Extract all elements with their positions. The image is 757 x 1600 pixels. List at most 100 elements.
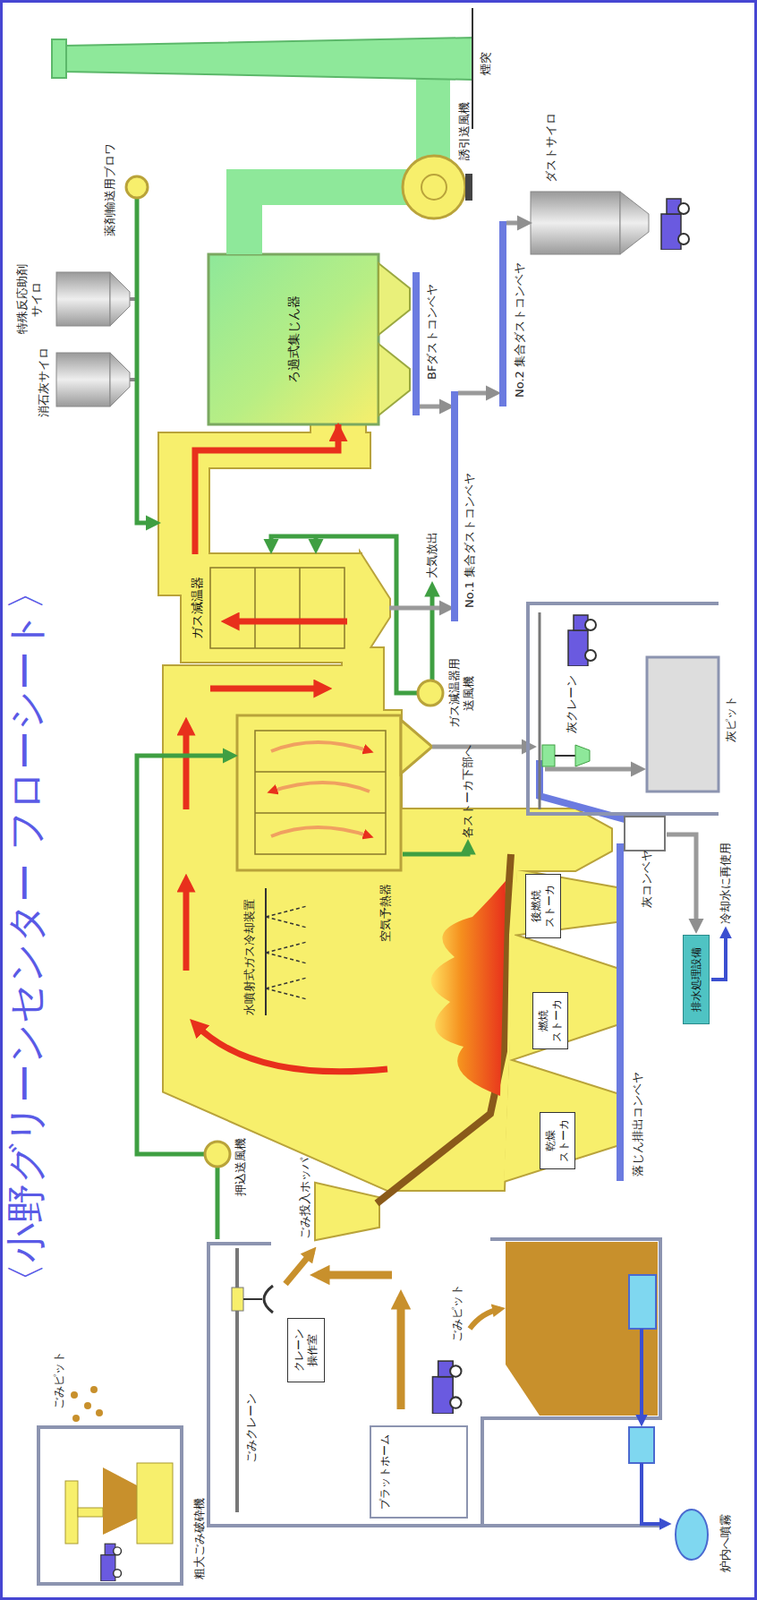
part-label: 誘引送風機 (457, 102, 472, 161)
crusher-building (90, 1385, 98, 1393)
gas-flow-arrows (210, 685, 325, 692)
part-label: ダストサイロ (544, 112, 559, 183)
air-lines (136, 755, 232, 1154)
crusher-building (102, 1466, 137, 1534)
node-text: クレーン 操作室 (292, 1321, 320, 1378)
crusher-building (101, 1542, 122, 1581)
grate-and-flame (616, 842, 624, 1181)
part-label: 空気予熱器 (378, 883, 393, 942)
dust-lines (544, 766, 640, 772)
water-spray-nozzles (265, 905, 307, 999)
gas-cooler-internals (254, 567, 256, 648)
cooler-fan (417, 680, 443, 706)
grate-and-flame (376, 853, 511, 1203)
refuse-pit-building (285, 1250, 313, 1284)
refuse-pit-building (505, 1241, 658, 1415)
air-preheater (271, 782, 370, 792)
crusher-building (65, 1479, 78, 1543)
induced-draft-and-chimney (416, 75, 451, 165)
grate-and-flame (376, 842, 621, 1203)
air-preheater (237, 714, 433, 870)
crusher-building (38, 1385, 182, 1583)
part-label: ガス減温器用 送風機 (447, 649, 477, 736)
bag-filter (378, 343, 410, 416)
part-label: ごみピット (450, 1283, 465, 1342)
induced-draft-and-chimney (421, 174, 447, 200)
stoker-box: 燃焼 ストーカ (532, 991, 569, 1049)
refuse-pit-building (629, 1274, 656, 1328)
air-preheater (400, 719, 433, 774)
crusher-building (136, 1462, 173, 1543)
refuse-pit-building (629, 1426, 655, 1463)
part-label: 薬剤輸送用ブロワ (102, 143, 118, 237)
conveyors (450, 391, 459, 621)
node-text: プラットホーム (378, 1433, 392, 1509)
part-label: ごみピット (51, 1350, 67, 1409)
conveyors (416, 221, 661, 829)
silos (56, 272, 111, 326)
crusher-building (72, 1413, 80, 1421)
refuse-pit-building (397, 1296, 406, 1409)
silos (110, 272, 130, 326)
part-label: 押込送風機 (233, 1137, 248, 1196)
dust-lines (458, 391, 495, 396)
part-label: 大気放出 (425, 531, 440, 579)
flue-gas-connector (195, 424, 339, 554)
induced-draft-and-chimney (465, 173, 473, 201)
refuse-pit-building (432, 1360, 461, 1413)
node-text: ろ過式集じん器 (287, 295, 301, 383)
dust-lines (389, 222, 697, 928)
refuse-pit-building (675, 1508, 708, 1559)
dust-lines (432, 744, 531, 749)
plant-illustration (159, 417, 617, 1239)
part-label: 灰コンベヤ (639, 849, 655, 908)
silos (110, 352, 130, 407)
blower (126, 176, 148, 198)
stoker-box: 後燃焼 ストーカ (525, 873, 562, 938)
ash-building (554, 754, 576, 757)
air-lines (271, 535, 418, 693)
gas-cooler-internals (210, 567, 345, 648)
water-spray-nozzles (264, 887, 267, 1015)
air-preheater (271, 826, 370, 836)
air-preheater (255, 811, 386, 814)
part-label: 水噴射式ガス冷却装置 (242, 898, 257, 1015)
part-label: BFダストコンベヤ (425, 283, 440, 380)
dust-lines (419, 404, 449, 409)
part-label: 消石灰サイロ (36, 347, 52, 417)
grate-and-flame (431, 880, 506, 1096)
gas-cooler: ガス減温器 (181, 553, 361, 662)
refuse-pit-building (243, 1297, 263, 1300)
ash-building (527, 603, 719, 814)
induced-draft-and-chimney (65, 37, 473, 80)
silos (56, 352, 111, 407)
gas-flow-arrows (186, 209, 388, 1072)
stoker-box: 乾燥 ストーカ (539, 1111, 576, 1169)
silos (530, 191, 621, 255)
air-preheater (271, 741, 370, 751)
ash-building (646, 656, 719, 792)
diagram-title: 〈小野グリーンセンター フローシート〉 (2, 570, 50, 1302)
conveyors (499, 221, 507, 407)
ash-building (568, 614, 596, 666)
crusher-building (84, 1401, 92, 1409)
air-lines (136, 197, 155, 523)
ash-building (542, 744, 555, 766)
silos (620, 191, 649, 255)
air-preheater (237, 714, 401, 870)
bag-filter (208, 254, 410, 425)
node-text: 後燃焼 ストーカ (529, 877, 557, 934)
refuse-pit-building (639, 1327, 644, 1421)
induced-draft-and-chimney (226, 169, 410, 205)
silos (56, 191, 689, 407)
ash-building (575, 744, 590, 766)
part-label: ごみ投入ホッパ (297, 1156, 313, 1239)
part-label: No.1 集合ダストコンベヤ (462, 472, 477, 608)
dust-lines (389, 605, 449, 611)
water-spray-nozzles (265, 887, 307, 1015)
refuse-pit-building (641, 1462, 667, 1523)
conveyors (412, 272, 420, 416)
dust-lines (666, 833, 697, 928)
